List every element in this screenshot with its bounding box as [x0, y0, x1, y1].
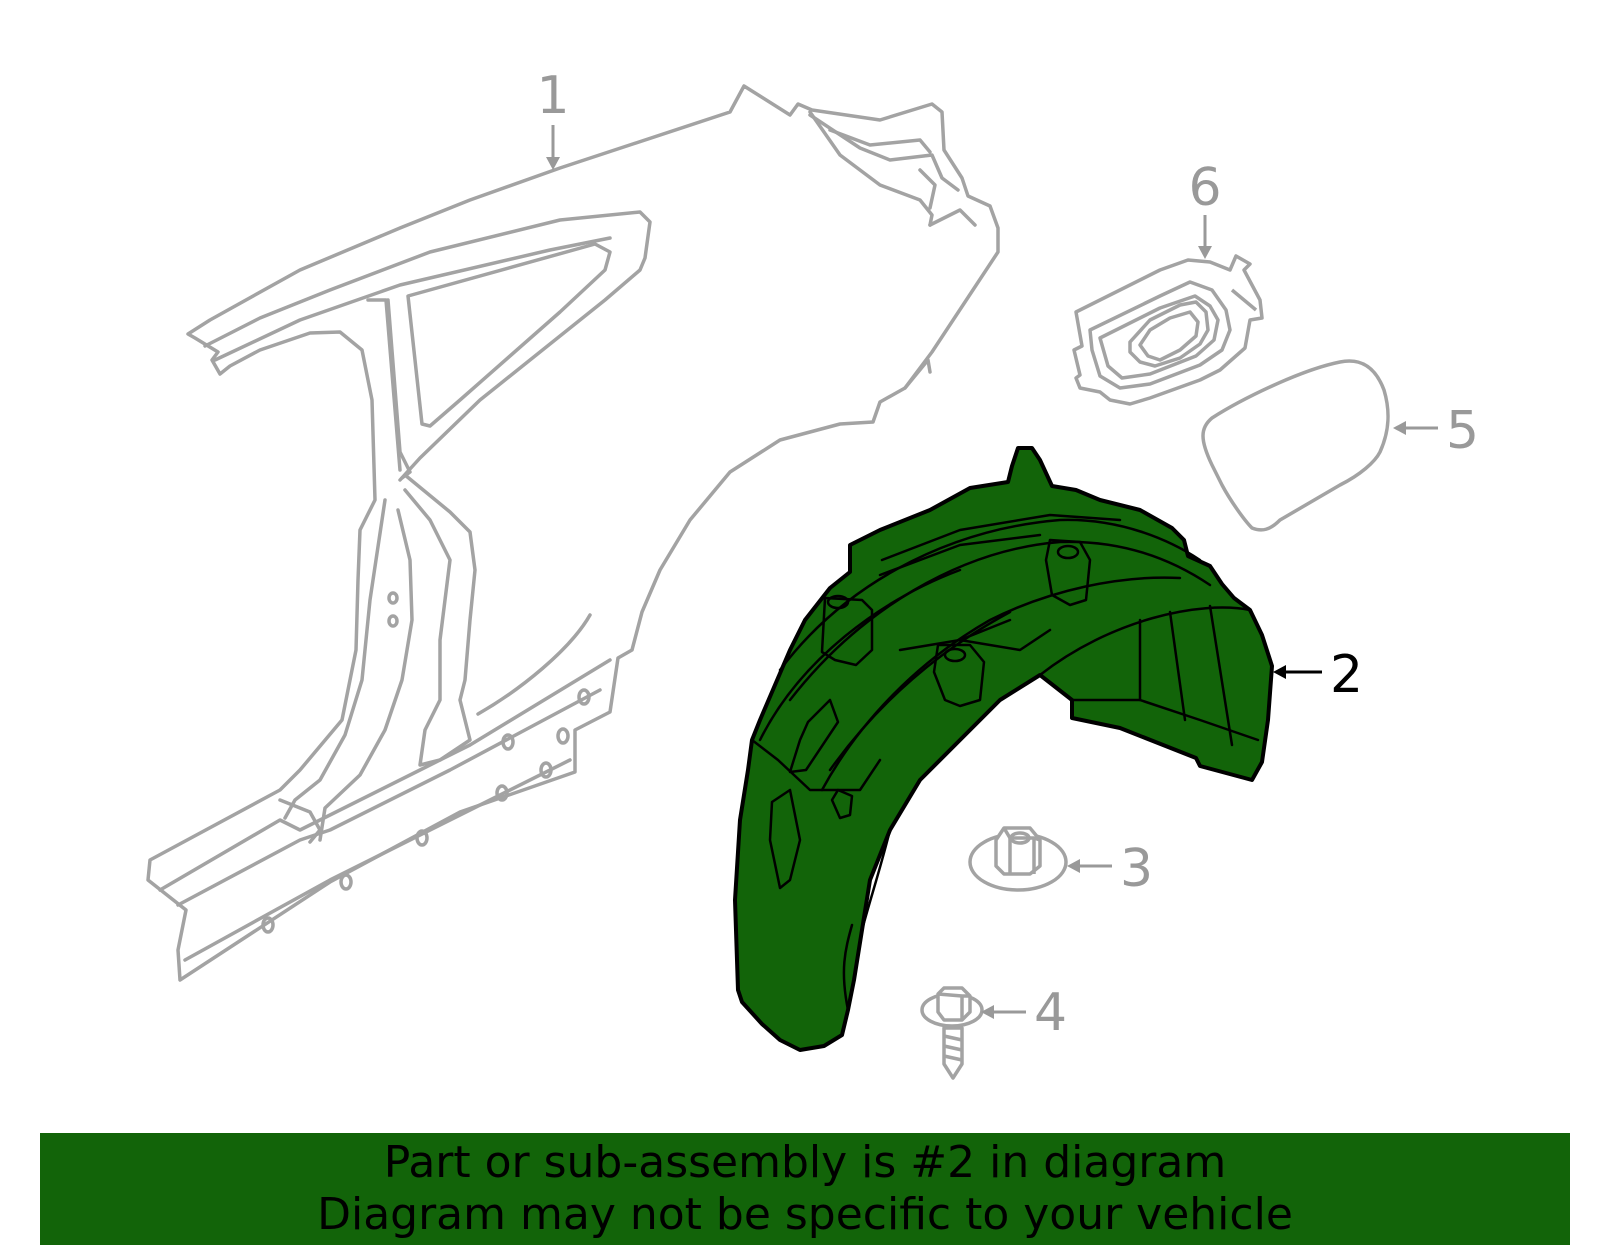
callout-1: 1 [536, 66, 570, 170]
banner-line-disclaimer: Diagram may not be specific to your vehi… [317, 1189, 1293, 1240]
part-6-filler-housing[interactable] [1072, 254, 1264, 406]
callout-5: 5 [1393, 401, 1479, 461]
part-1-quarter-panel[interactable] [146, 84, 1000, 982]
callout-6: 6 [1188, 158, 1222, 259]
callout-1-label: 1 [536, 66, 569, 126]
callout-2-label: 2 [1330, 645, 1363, 705]
part-2-fender-liner[interactable] [733, 446, 1274, 1052]
callout-5-label: 5 [1446, 401, 1479, 461]
callout-4: 4 [981, 983, 1067, 1043]
part-4-bolt[interactable] [920, 986, 984, 1080]
banner-line-part: Part or sub-assembly is #2 in diagram [383, 1137, 1227, 1188]
part-5-fuel-door[interactable] [1201, 359, 1390, 532]
callout-2: 2 [1273, 645, 1363, 705]
callout-3-label: 3 [1120, 839, 1153, 899]
callout-3: 3 [1067, 839, 1153, 899]
callout-6-label: 6 [1188, 158, 1221, 218]
part-3-nut[interactable] [968, 826, 1068, 892]
callout-4-label: 4 [1034, 983, 1067, 1043]
info-banner: Part or sub-assembly is #2 in diagram Di… [40, 1133, 1570, 1245]
